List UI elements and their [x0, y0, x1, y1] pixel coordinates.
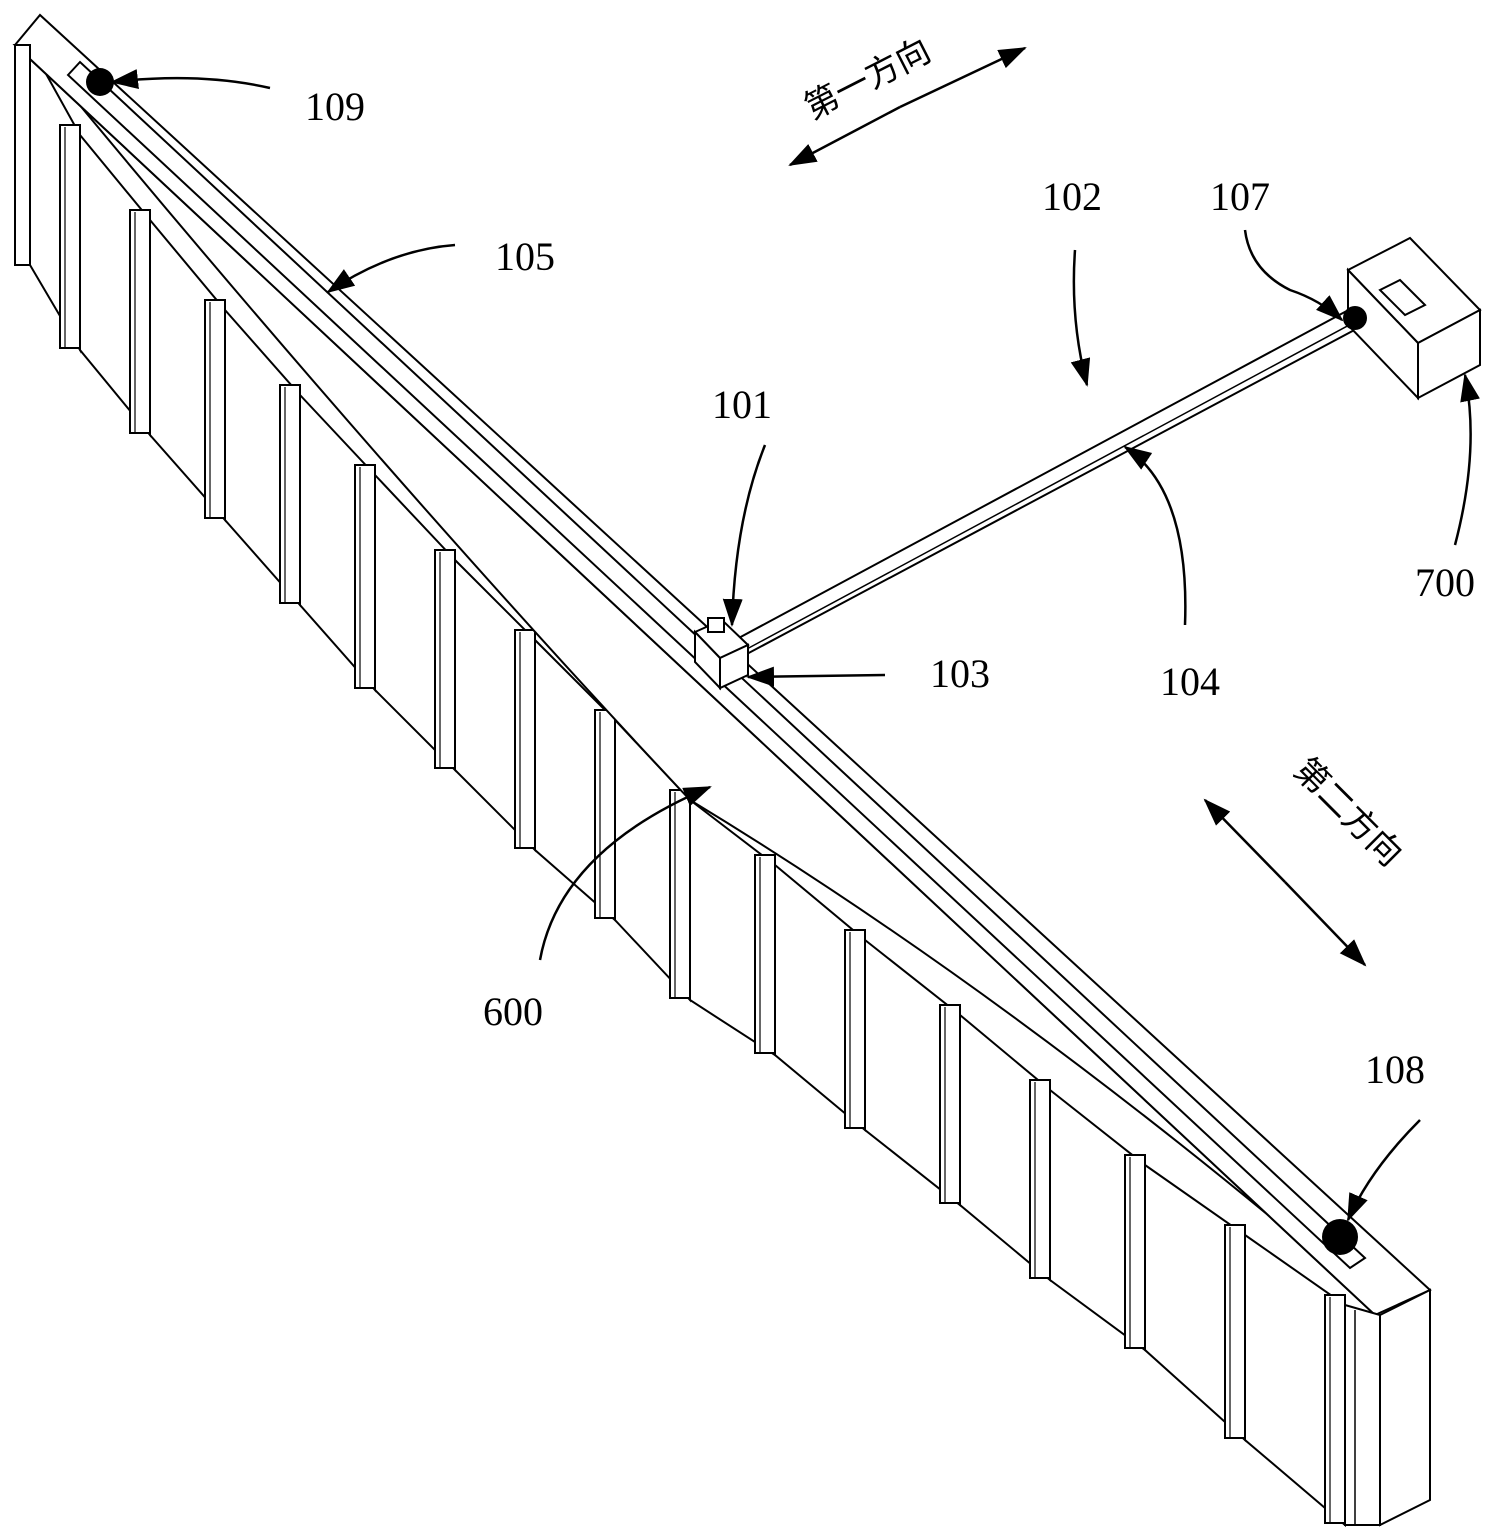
label-104: 104 [1160, 659, 1220, 704]
branch-arm-slot [745, 295, 1405, 650]
panel-joint [595, 710, 615, 918]
panel-joint [435, 550, 455, 768]
label-101: 101 [712, 382, 772, 427]
point-109 [86, 68, 114, 96]
panel-joint [280, 385, 300, 603]
panel-joint [1225, 1225, 1245, 1438]
label-102: 102 [1042, 174, 1102, 219]
panel-joint [1125, 1155, 1145, 1348]
second-direction-label: 第二方向 [1286, 750, 1410, 874]
label-107: 107 [1210, 174, 1270, 219]
panel-joint [755, 855, 775, 1053]
panel-joint [515, 630, 535, 848]
panel-joint [355, 465, 375, 688]
panel-joint [205, 300, 225, 518]
first-direction-label: 第一方向 [798, 31, 937, 128]
label-105: 105 [495, 234, 555, 279]
beam-right-end-front [1345, 1305, 1380, 1525]
panel-joint [940, 1005, 960, 1203]
point-107 [1343, 306, 1367, 330]
box-700 [1348, 238, 1480, 398]
panel-joint [845, 930, 865, 1128]
label-600: 600 [483, 989, 543, 1034]
label-103: 103 [930, 651, 990, 696]
label-700: 700 [1415, 560, 1475, 605]
label-109: 109 [305, 84, 365, 129]
point-108 [1322, 1219, 1358, 1255]
panel-joint [1030, 1080, 1050, 1278]
panel-joint [130, 210, 150, 433]
beam-left-end [15, 45, 30, 265]
panel-joint [670, 790, 690, 998]
panel-joint [1325, 1295, 1345, 1523]
panel-joint [60, 125, 80, 348]
beam-right-end-side [1380, 1290, 1430, 1525]
label-108: 108 [1365, 1047, 1425, 1092]
